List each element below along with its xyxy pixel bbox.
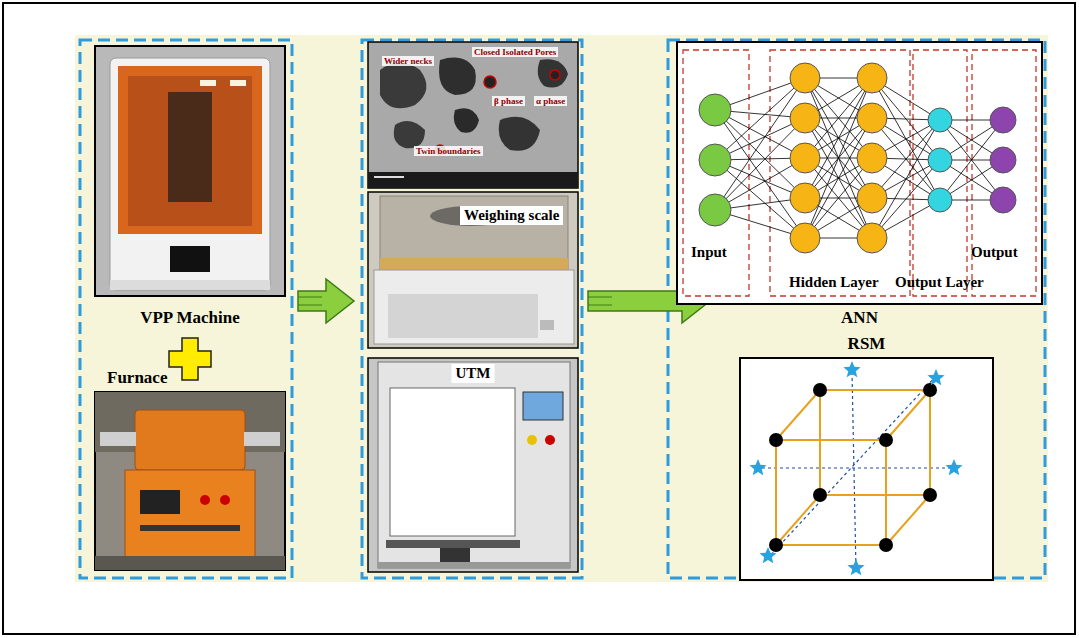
central-composite-design [740, 358, 993, 580]
node-label: β phase [492, 96, 525, 106]
utm-photo [368, 358, 578, 572]
outer-frame [3, 3, 1075, 634]
node-label: UTM [452, 364, 495, 383]
photo-panel: VPP Machine [95, 46, 285, 332]
node-label: Input [691, 244, 727, 261]
photo-panel: Furnace [95, 366, 285, 572]
node-label: VPP Machine [95, 308, 285, 328]
node-label: Output Layer [895, 274, 984, 291]
node-label: Twin boundaries [414, 146, 483, 156]
node-label: ANN [677, 308, 1042, 328]
node-label: Closed Isolated Pores [472, 47, 558, 57]
network-panel: InputHidden Layer Output Layer OutputANN [677, 42, 1042, 326]
vpp-machine-photo [95, 46, 285, 296]
node-label: Weighing scale [460, 206, 563, 225]
node-label: α phase [534, 96, 567, 106]
node-label: Output [971, 244, 1018, 261]
image-panel: Wider necks Closed Isolated Pores β phase α… [368, 42, 578, 188]
node-label: Wider necks [382, 56, 434, 66]
flow-arrow [298, 279, 354, 323]
node-label: Hidden Layer [789, 274, 879, 291]
weighing-scale-photo [368, 192, 578, 348]
background-panel [75, 35, 1048, 582]
plus-symbol [169, 338, 211, 380]
node-label: Furnace [107, 368, 167, 388]
furnace-photo [95, 392, 285, 570]
photo-panel: UTM [368, 358, 578, 572]
neural-network [677, 42, 1042, 304]
node-label: RSM [740, 334, 993, 354]
design-panel: RSM [740, 330, 993, 582]
sem-micrograph [368, 42, 578, 188]
photo-panel: Weighing scale [368, 192, 578, 348]
